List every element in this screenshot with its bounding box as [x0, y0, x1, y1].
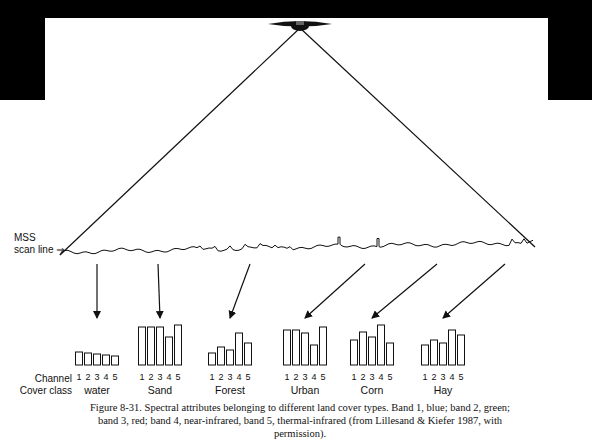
- figure-caption: Figure 8-31. Spectral attributes belongi…: [82, 401, 518, 440]
- cover-class: Corn: [361, 385, 384, 397]
- channel-number: 1: [140, 373, 145, 383]
- channel-number: 4: [379, 373, 384, 383]
- channel-number: 1: [423, 373, 428, 383]
- band-bar: [458, 335, 465, 365]
- band-bar: [245, 343, 252, 365]
- channel-number: 2: [361, 373, 366, 383]
- band-bar: [103, 355, 110, 365]
- scanner-label: MSS: [14, 232, 36, 243]
- channel-number: 1: [352, 373, 357, 383]
- channel-number: 3: [370, 373, 375, 383]
- band-bar: [175, 325, 182, 365]
- band-bar: [351, 340, 358, 365]
- channel-number: 2: [149, 373, 154, 383]
- channel-number: 1: [285, 373, 290, 383]
- channel-number: 2: [219, 373, 224, 383]
- band-bar: [440, 343, 447, 365]
- channel-number: 2: [432, 373, 437, 383]
- channel-number: 5: [246, 373, 251, 383]
- channel-number: 3: [303, 373, 308, 383]
- row-heading: Channel: [35, 373, 72, 384]
- pointer-arrow: [230, 264, 250, 318]
- channel-number: 2: [294, 373, 299, 383]
- band-bar: [449, 330, 456, 365]
- channel-number: 4: [167, 373, 172, 383]
- terrain-profile: [60, 237, 533, 255]
- band-bar: [378, 325, 385, 365]
- channel-number: 4: [104, 373, 109, 383]
- band-bar: [387, 343, 394, 365]
- band-bar: [227, 350, 234, 365]
- channel-number: 3: [95, 373, 100, 383]
- pointer-arrows: [97, 264, 505, 318]
- band-bar: [85, 353, 92, 365]
- channel-number: 1: [77, 373, 82, 383]
- pointer-arrow: [158, 264, 160, 318]
- band-bar: [94, 354, 101, 365]
- band-bar: [360, 332, 367, 365]
- band-bar: [76, 352, 83, 365]
- band-bar: [112, 356, 119, 365]
- band-bar: [139, 327, 146, 365]
- band-bar: [209, 353, 216, 365]
- channel-number: 5: [113, 373, 118, 383]
- pointer-arrow: [372, 264, 437, 318]
- white-ground: [0, 100, 592, 444]
- cover-class: water: [84, 385, 110, 397]
- channel-number: 3: [228, 373, 233, 383]
- band-bar: [431, 340, 438, 365]
- channel-number: 5: [176, 373, 181, 383]
- cover-class: Sand: [148, 385, 173, 397]
- channel-number: 2: [86, 373, 91, 383]
- band-bar: [148, 327, 155, 365]
- band-bar: [157, 327, 164, 365]
- channel-number: 4: [450, 373, 455, 383]
- cover-class: Urban: [291, 385, 320, 397]
- row-heading: Cover class: [20, 385, 72, 396]
- band-bar: [236, 333, 243, 365]
- channel-number: 3: [158, 373, 163, 383]
- channel-number: 5: [459, 373, 464, 383]
- pointer-arrow: [443, 264, 505, 318]
- spectral-bars: [76, 325, 465, 365]
- channel-number: 5: [321, 373, 326, 383]
- band-bar: [293, 330, 300, 365]
- cover-class: Forest: [215, 385, 245, 397]
- pointer-arrow: [305, 264, 365, 318]
- band-bar: [311, 345, 318, 365]
- channel-number: 4: [312, 373, 317, 383]
- band-bar: [320, 327, 327, 365]
- band-bar: [218, 347, 225, 365]
- scanner-label: scan line ⇒: [14, 244, 65, 255]
- channel-number: 5: [388, 373, 393, 383]
- cover-class: Hay: [434, 385, 453, 397]
- pointer-arrow: [96, 264, 97, 318]
- band-bar: [422, 345, 429, 365]
- channel-number: 3: [441, 373, 446, 383]
- band-bar: [284, 330, 291, 365]
- aircraft: [60, 21, 535, 255]
- channel-number: 4: [237, 373, 242, 383]
- band-bar: [369, 337, 376, 365]
- channel-number: 1: [210, 373, 215, 383]
- band-bar: [166, 337, 173, 365]
- band-bar: [302, 333, 309, 365]
